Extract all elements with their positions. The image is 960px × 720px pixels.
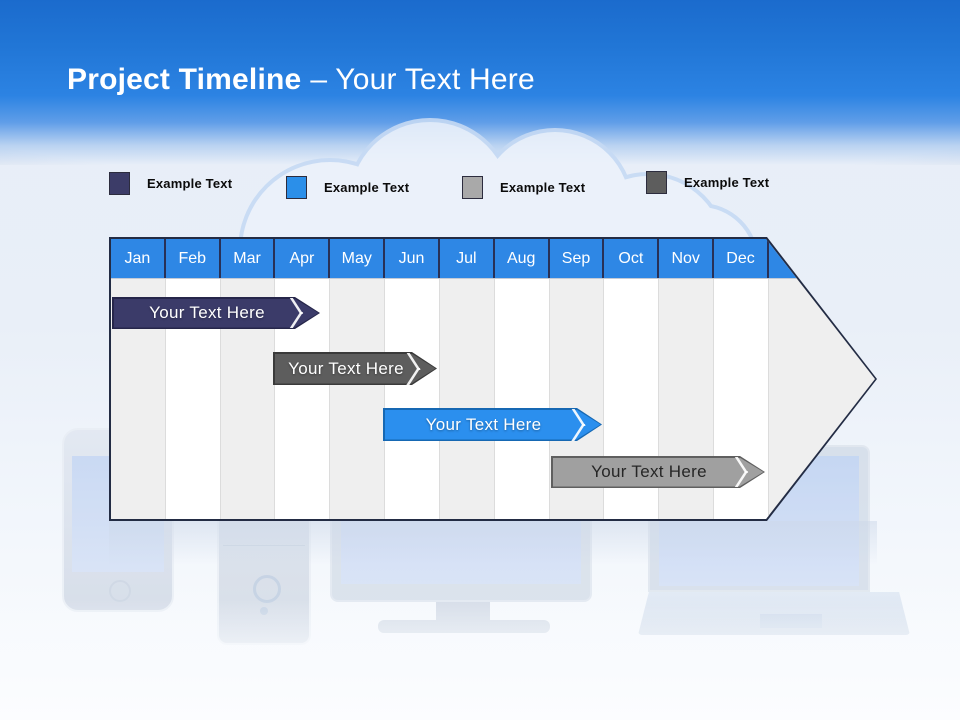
legend-item: Example Text xyxy=(646,171,769,194)
month-column xyxy=(439,278,495,519)
month-column xyxy=(494,278,550,519)
legend-label: Example Text xyxy=(500,180,586,195)
timeline-bar-4: Your Text Here xyxy=(551,456,765,488)
title-primary: Project Timeline xyxy=(67,63,302,96)
smartphone-home-button xyxy=(109,580,131,602)
timeline-reflection xyxy=(109,521,877,565)
bar-label: Your Text Here xyxy=(149,303,265,322)
month-cell: Jul xyxy=(440,239,495,278)
timeline-bar-1: Your Text Here xyxy=(112,297,320,329)
bar-label: Your Text Here xyxy=(425,414,542,434)
month-cell: Jun xyxy=(385,239,440,278)
bar-label: Your Text Here xyxy=(591,462,707,481)
month-cell: Oct xyxy=(604,239,660,278)
timeline-bar-3: Your Text Here xyxy=(383,408,602,441)
bar-fill xyxy=(275,354,436,384)
legend-label: Example Text xyxy=(147,176,233,191)
month-cell: May xyxy=(330,239,386,278)
tower-power-ring xyxy=(253,575,281,603)
month-cell: Dec xyxy=(726,249,755,267)
slide-title: Project Timeline– Your Text Here xyxy=(67,60,535,100)
legend-item: Example Text xyxy=(286,176,409,199)
legend-swatch xyxy=(646,171,667,194)
month-cell: Mar xyxy=(221,239,276,278)
month-header-row: Jan Feb Mar Apr May Jun Jul Aug Sep Oct … xyxy=(111,239,769,278)
month-column xyxy=(330,278,386,519)
floor-fade xyxy=(0,600,960,720)
timeline-arrow: Jan Feb Mar Apr May Jun Jul Aug Sep Oct … xyxy=(109,237,877,521)
month-cell: Feb xyxy=(166,239,221,278)
title-secondary: – Your Text Here xyxy=(310,63,535,96)
legend-swatch xyxy=(109,172,130,195)
bar-label: Your Text Here xyxy=(288,358,404,378)
legend-swatch xyxy=(286,176,307,199)
month-cell: Nov xyxy=(659,239,715,278)
legend-label: Example Text xyxy=(684,175,770,190)
legend-label: Example Text xyxy=(324,180,410,195)
month-cell: Apr xyxy=(275,239,331,278)
month-cell: Sep xyxy=(550,239,605,278)
bar-fill xyxy=(553,458,764,487)
timeline-bar-2: Your Text Here xyxy=(273,352,437,385)
month-cell: Aug xyxy=(495,239,550,278)
bar-fill xyxy=(114,299,319,328)
month-column xyxy=(385,278,440,519)
timeline-arrow-outline: Jan Feb Mar Apr May Jun Jul Aug Sep Oct … xyxy=(109,237,877,521)
legend-item: Example Text xyxy=(109,172,232,195)
legend-swatch xyxy=(462,176,483,199)
legend-item: Example Text xyxy=(462,176,585,199)
month-cell: Jan xyxy=(111,239,166,278)
month-header: Jan Feb Mar Apr May Jun Jul Aug Sep Oct … xyxy=(111,239,875,279)
bar-fill xyxy=(385,410,601,440)
header-band xyxy=(0,0,960,165)
